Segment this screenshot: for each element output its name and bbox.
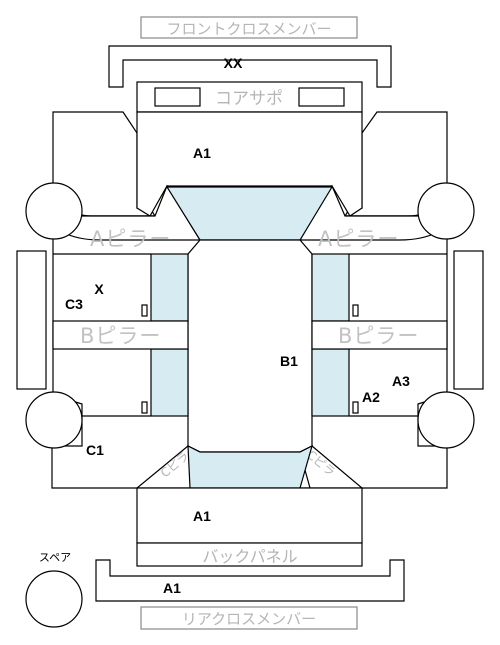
front-cross-member-label: フロントクロスメンバー	[166, 20, 331, 38]
right-b-pillar	[311, 320, 448, 350]
rear-cross-member-mark: A1	[163, 580, 181, 596]
left-front-window	[150, 253, 189, 322]
roof-mark: B1	[280, 353, 298, 369]
hood-mark: A1	[193, 145, 211, 161]
right-rear-mark-a3: A3	[392, 373, 410, 389]
rear-cross-member-label: リアクロスメンバー	[182, 610, 316, 628]
spare-tire-label: スペア	[39, 551, 71, 564]
trunk	[136, 487, 363, 544]
left-rear-window	[150, 348, 189, 417]
left-b-pillar-label: Bピラー	[80, 324, 161, 348]
left-side-sill	[16, 250, 47, 390]
roof	[187, 239, 313, 453]
right-b-pillar-label: Bピラー	[338, 324, 419, 348]
rear-window	[187, 444, 313, 489]
front-left-wheel	[25, 182, 83, 240]
rear-right-wheel	[417, 391, 475, 449]
trunk-mark: A1	[193, 508, 211, 524]
left-a-pillar-label: Aピラー	[90, 227, 171, 251]
right-front-door-handle	[352, 304, 359, 317]
left-front-door-mark: X	[94, 281, 104, 297]
right-a-pillar-label: Aピラー	[318, 227, 399, 251]
front-cross-member-mark: XX	[224, 55, 243, 71]
right-side-sill	[453, 250, 484, 390]
spare-tire	[25, 570, 83, 628]
core-support: コアサポ	[136, 81, 363, 113]
right-front-window	[311, 253, 350, 322]
front-cross-member: フロントクロスメンバー XX	[108, 16, 392, 88]
right-rear-door-handle	[352, 401, 359, 414]
rear-cross-member: A1 リアクロスメンバー	[95, 559, 405, 630]
left-front-door-handle	[141, 304, 148, 317]
rear-left-wheel	[25, 391, 83, 449]
left-rear-mark-c1: C1	[86, 442, 104, 458]
right-rear-window	[311, 348, 350, 417]
back-panel	[136, 542, 363, 567]
left-b-pillar	[52, 320, 189, 350]
back-panel-label: バックパネル	[202, 547, 297, 566]
core-support-label: コアサポ	[215, 89, 283, 109]
right-rear-mark-a2: A2	[362, 389, 380, 405]
left-front-door-mark-c3: C3	[65, 296, 83, 312]
left-rear-door-handle	[141, 401, 148, 414]
front-right-wheel	[417, 182, 475, 240]
